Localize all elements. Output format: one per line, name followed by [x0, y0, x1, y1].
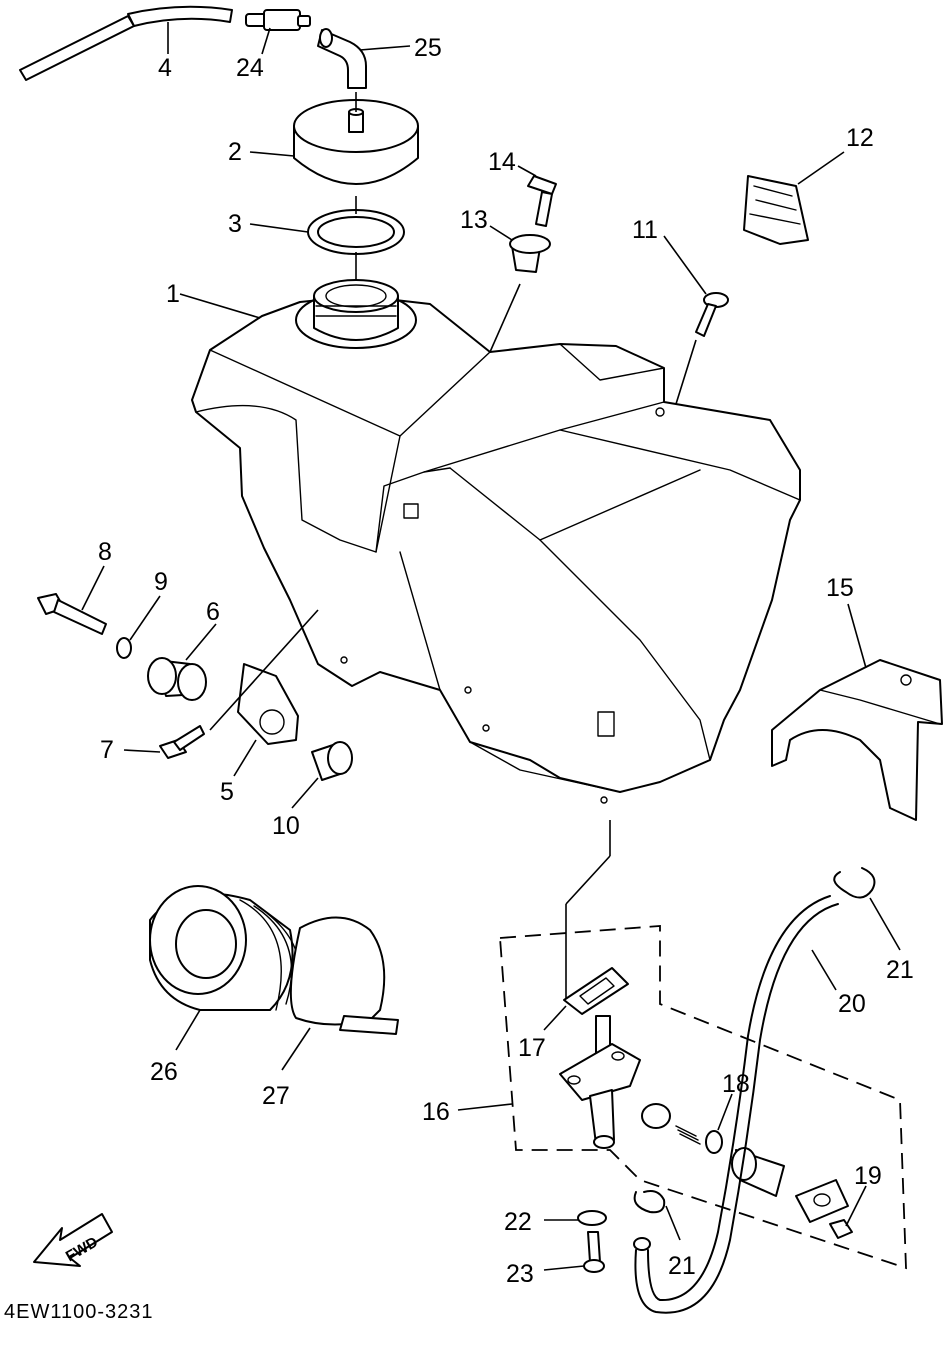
label-9: 9 [154, 568, 168, 596]
part-8-bolt [37, 593, 107, 635]
label-26: 26 [150, 1058, 178, 1086]
label-7: 7 [100, 736, 114, 764]
label-3: 3 [228, 210, 242, 238]
label-18: 18 [722, 1070, 750, 1098]
label-16: 16 [422, 1098, 450, 1126]
part-9-washer [116, 637, 132, 659]
part-2-tank-cap [293, 92, 419, 185]
label-2: 2 [228, 138, 242, 166]
part-27-clamp-band [289, 916, 399, 1035]
part-6-damper [147, 657, 207, 701]
label-22: 22 [504, 1208, 532, 1236]
part-14-screw [527, 175, 557, 227]
fuel-cock-assembly-outline [499, 925, 907, 1270]
label-21-lower: 21 [668, 1252, 696, 1280]
part-12-clip [743, 175, 809, 245]
label-21-upper: 21 [886, 956, 914, 984]
label-12: 12 [846, 124, 874, 152]
part-17-gasket [563, 967, 629, 1015]
label-1: 1 [166, 280, 180, 308]
label-14: 14 [488, 148, 516, 176]
label-19: 19 [854, 1162, 882, 1190]
label-4: 4 [158, 54, 172, 82]
part-26-boot [149, 885, 300, 1011]
label-15: 15 [826, 574, 854, 602]
fuel-cock-body [559, 1015, 641, 1149]
part-11-bolt [675, 292, 729, 405]
label-24: 24 [236, 54, 264, 82]
label-leaders [81, 22, 901, 1271]
fuel-cock-lever-parts [641, 1103, 853, 1239]
part-24-joint [245, 9, 311, 31]
part-13-damper [489, 234, 551, 353]
part-number-labels: 4 24 25 2 3 1 14 13 11 12 8 9 6 7 5 10 1… [4, 34, 914, 1323]
label-6: 6 [206, 598, 220, 626]
part-1-fuel-tank [191, 279, 801, 804]
label-5: 5 [220, 778, 234, 806]
label-25: 25 [414, 34, 442, 62]
label-27: 27 [262, 1082, 290, 1110]
label-10: 10 [272, 812, 300, 840]
part-10-collar [311, 741, 353, 781]
part-5-bracket [209, 609, 319, 745]
fwd-direction-arrow: FWD [33, 1213, 113, 1267]
part-21-hose-clip-upper [833, 867, 876, 899]
label-11: 11 [632, 216, 658, 244]
part-20-fuel-hose [633, 895, 839, 1314]
label-20: 20 [838, 990, 866, 1018]
part-23-bolt [583, 1231, 605, 1273]
label-13: 13 [460, 206, 488, 234]
part-21-hose-clip-lower [633, 1190, 666, 1214]
drawing-code: 4EW1100-3231 [4, 1301, 154, 1323]
part-4-hose [19, 5, 233, 81]
part-3-gasket [307, 196, 405, 282]
part-25-elbow-hose [317, 28, 367, 89]
part-15-cover [771, 659, 943, 821]
part-22-washer [577, 1210, 607, 1226]
label-17: 17 [518, 1034, 546, 1062]
part-7-bolt [159, 725, 205, 759]
label-8: 8 [98, 538, 112, 566]
label-23: 23 [506, 1260, 534, 1288]
